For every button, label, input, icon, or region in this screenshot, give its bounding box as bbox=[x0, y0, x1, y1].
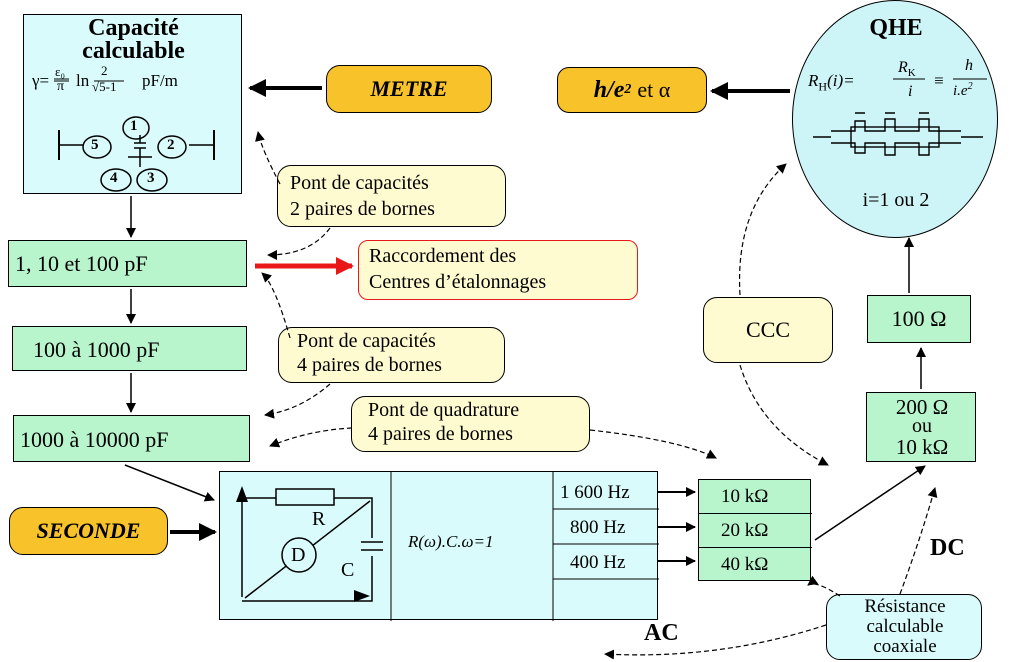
formula-ln-num: 2 bbox=[101, 63, 108, 78]
qhe-equiv: ≡ bbox=[934, 71, 944, 90]
capacite-calculable-box: Capacité calculable γ= ε₀ π ln 2 √5-1 pF… bbox=[23, 14, 242, 194]
formula-ln: ln bbox=[76, 71, 90, 90]
circuit-r: R bbox=[312, 508, 326, 530]
resistor-10k: 10 kΩ bbox=[721, 486, 769, 507]
freq-400: 400 Hz bbox=[570, 552, 626, 573]
circuit-equation: R(ω).C.ω=1 bbox=[408, 532, 494, 551]
ac-label: AC bbox=[644, 620, 679, 646]
capacitor-100-1000pf: 100 à 1000 pF bbox=[12, 326, 247, 371]
qhe-h-num: h bbox=[965, 57, 973, 74]
pont-2-line2: 2 paires de bornes bbox=[290, 198, 435, 220]
seconde-label: SECONDE bbox=[36, 518, 141, 543]
pont-quadrature-bubble: Pont de quadrature 4 paires de bornes bbox=[351, 396, 590, 452]
pont-4-paires-bubble: Pont de capacités 4 paires de bornes bbox=[278, 327, 505, 383]
resistor-20k: 20 kΩ bbox=[721, 520, 769, 541]
electrode-2: 2 bbox=[167, 137, 175, 153]
electrode-4: 4 bbox=[110, 170, 118, 186]
capacite-title-1: Capacité bbox=[88, 15, 179, 41]
resistor-100-ohm: 100 Ω bbox=[867, 295, 971, 343]
r100-label: 100 Ω bbox=[891, 306, 947, 331]
circuit-c: C bbox=[341, 559, 355, 581]
pont-4-line2: 4 paires de bornes bbox=[297, 354, 442, 376]
rc-circuit-drawing bbox=[236, 472, 659, 621]
qhe-lhs-sub: H bbox=[818, 79, 828, 94]
metre-box: METRE bbox=[326, 65, 492, 113]
resistor-200-ohm-or-10k: 200 Ω ou 10 kΩ bbox=[866, 392, 976, 462]
qhe-lhs: R bbox=[808, 71, 819, 90]
resistor-40k: 40 kΩ bbox=[721, 554, 769, 575]
formula-ln-den: √5-1 bbox=[92, 79, 117, 94]
capacitor-2-label: 100 à 1000 pF bbox=[33, 337, 160, 362]
rc-line2: calculable bbox=[866, 616, 944, 637]
quadrature-circuit-box: R C D R(ω).C.ω=1 1 600 Hz 800 Hz 400 Hz bbox=[219, 471, 659, 621]
seconde-box: SECONDE bbox=[9, 507, 168, 555]
qhe-h-den: i.e bbox=[953, 83, 968, 99]
qhe-h-den-sup: 2 bbox=[967, 81, 973, 92]
capacitor-1-10-100pf: 1, 10 et 100 pF bbox=[8, 240, 247, 287]
he2-main: h/e bbox=[593, 76, 625, 103]
capacitor-3-label: 1000 à 10000 pF bbox=[20, 427, 169, 452]
qhe-rk-den: i bbox=[908, 83, 913, 100]
qhe-rk: R bbox=[898, 59, 908, 76]
capacitor-electrodes-drawing bbox=[54, 78, 215, 192]
freq-1600: 1 600 Hz bbox=[560, 482, 630, 503]
capacitor-1000-10000pf: 1000 à 10000 pF bbox=[13, 415, 250, 462]
formula-frac-den: π bbox=[57, 79, 65, 94]
dc-label: DC bbox=[930, 535, 965, 561]
electrode-1: 1 bbox=[130, 118, 138, 134]
r200-line1: 200 Ω bbox=[895, 395, 949, 419]
r200-line2: ou bbox=[912, 415, 932, 437]
he2-suffix: et α bbox=[637, 77, 671, 102]
metre-label: METRE bbox=[370, 76, 448, 101]
capacitor-1-label: 1, 10 et 100 pF bbox=[15, 251, 148, 276]
qhe-arg: (i)= bbox=[827, 71, 855, 90]
electrode-3: 3 bbox=[147, 170, 155, 186]
quad-line2: 4 paires de bornes bbox=[368, 423, 513, 445]
qhe-circle: QHE RH(i)= RK i ≡ h i.e2 i=1 ou 2 bbox=[792, 0, 998, 238]
freq-800: 800 Hz bbox=[570, 517, 626, 538]
hall-bar-icon bbox=[813, 78, 987, 156]
rc-line3: coaxiale bbox=[873, 636, 937, 657]
pont-4-line1: Pont de capacités bbox=[297, 330, 436, 352]
r200-line3: 10 kΩ bbox=[895, 435, 949, 459]
capacite-formula-prefix: γ= bbox=[32, 71, 50, 90]
rc-line1: Résistance bbox=[864, 596, 946, 617]
electrode-5: 5 bbox=[91, 137, 99, 153]
pont-2-paires-bubble: Pont de capacités 2 paires de bornes bbox=[277, 165, 506, 227]
circuit-d: D bbox=[291, 544, 306, 566]
qhe-title: QHE bbox=[869, 15, 923, 41]
capacite-title-2: calculable bbox=[82, 38, 185, 64]
formula-frac-num: ε₀ bbox=[55, 64, 65, 79]
formula-unit: pF/m bbox=[142, 71, 178, 90]
qhe-rk-sub: K bbox=[907, 67, 916, 80]
raccordement-box: Raccordement des Centres d’étalonnages bbox=[358, 240, 638, 300]
ccc-label: CCC bbox=[745, 317, 791, 342]
resistance-calculable-bubble: Résistance calculable coaxiale bbox=[826, 594, 982, 660]
qhe-footer: i=1 ou 2 bbox=[862, 189, 930, 211]
pont-2-line1: Pont de capacités bbox=[290, 172, 429, 194]
raccordement-line1: Raccordement des bbox=[369, 245, 517, 267]
raccordement-line2: Centres d’étalonnages bbox=[369, 271, 547, 293]
ccc-bubble: CCC bbox=[703, 297, 833, 363]
resistor-stack: 10 kΩ 20 kΩ 40 kΩ bbox=[698, 479, 812, 581]
quad-line1: Pont de quadrature bbox=[368, 399, 520, 421]
he2-sup: 2 bbox=[624, 82, 632, 97]
